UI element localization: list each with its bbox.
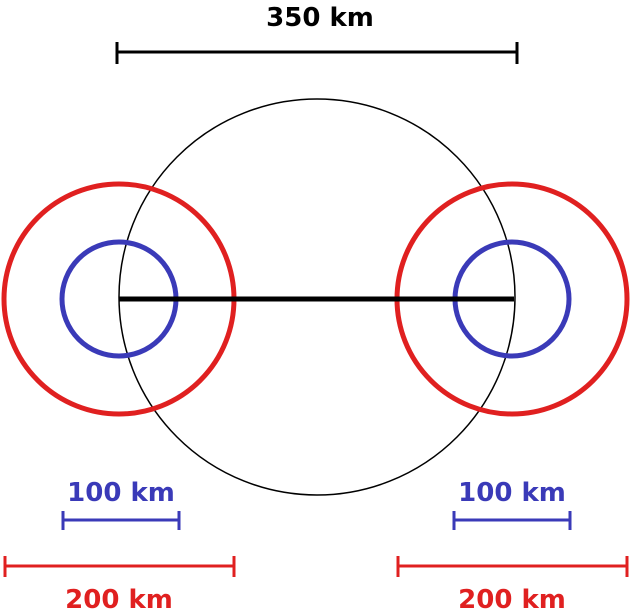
right-blue-scale-label: 100 km — [458, 478, 566, 508]
left-red-scale-bar — [3, 556, 236, 577]
left-blue-scale-bar — [61, 511, 181, 530]
right-red-scale-label: 200 km — [458, 585, 566, 615]
left-red-scale-label: 200 km — [65, 585, 173, 615]
right-red-scale-bar — [396, 556, 629, 577]
top-scale-label: 350 km — [266, 3, 374, 33]
right-blue-scale-bar — [452, 511, 572, 530]
top-scale-bar — [115, 42, 519, 64]
left-blue-scale-label: 100 km — [67, 478, 175, 508]
